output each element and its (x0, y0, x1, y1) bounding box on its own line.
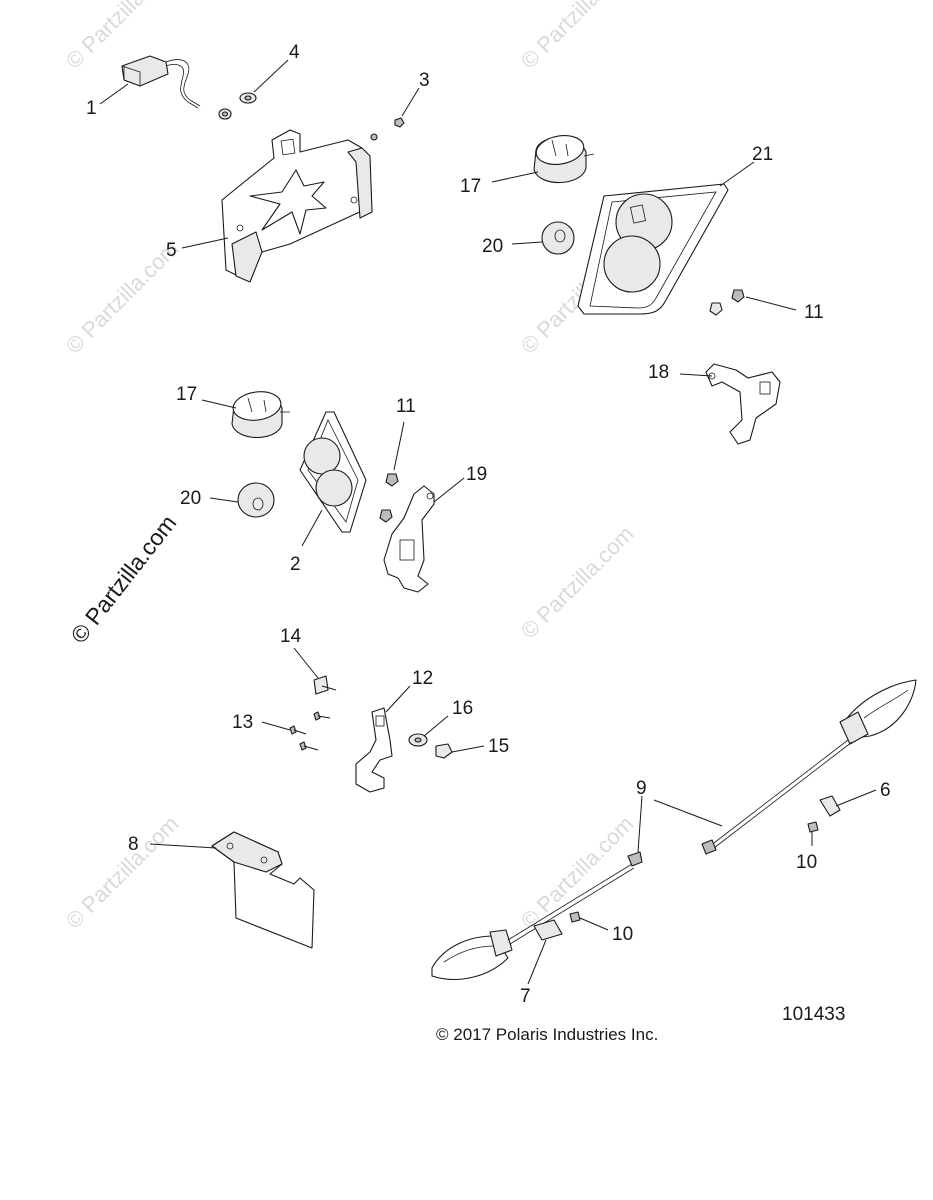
part-17-bulb-lower (201, 391, 290, 438)
watermark-text: © Partzilla.com (61, 236, 184, 359)
part-12-bracket (355, 685, 411, 793)
watermark-text: © Partzilla.com (61, 811, 184, 934)
part-18-bracket (679, 363, 781, 445)
part-5-mounting-plate (181, 129, 373, 283)
callout-21: 21 (752, 144, 773, 165)
callout-20: 20 (482, 236, 503, 257)
part-19-bracket (383, 477, 465, 593)
callout-9: 9 (636, 778, 647, 799)
callout-11: 11 (396, 396, 416, 417)
callouts: 1 4 3 5 17 21 20 11 18 17 11 19 20 2 14 … (86, 42, 891, 1007)
callout-10: 10 (612, 924, 633, 945)
callout-13: 13 (232, 712, 253, 733)
part-10-screw-upper (807, 821, 819, 846)
watermark-text: © Partzilla.com (516, 521, 639, 644)
part-9-turn-signal-upper (701, 679, 917, 855)
part-11-nut-upper (709, 289, 797, 316)
callout-6: 6 (880, 780, 891, 801)
part-20-disc-lower (209, 482, 275, 518)
callout-15: 15 (488, 736, 509, 757)
part-9-turn-signal-lower (431, 795, 723, 980)
part-3-nut (370, 87, 420, 141)
callout-16: 16 (452, 698, 473, 719)
callout-20: 20 (180, 488, 201, 509)
part-13-screws (261, 711, 331, 751)
part-20-disc-upper (511, 221, 575, 255)
callout-17: 17 (176, 384, 197, 405)
part-6-connector (819, 789, 877, 817)
part-4-washer (218, 59, 289, 120)
part-10-screw-lower (569, 911, 609, 931)
part-14-bolt (293, 647, 337, 695)
callout-3: 3 (419, 70, 430, 91)
callout-19: 19 (466, 464, 487, 485)
callout-10: 10 (796, 852, 817, 873)
copyright-notice: © 2017 Polaris Industries Inc. (436, 1025, 658, 1044)
watermark-text: © Partzilla.com (516, 0, 639, 74)
callout-14: 14 (280, 626, 302, 647)
callout-17: 17 (460, 176, 481, 197)
part-2-light-housing (299, 411, 367, 547)
part-15-nut (435, 743, 485, 759)
callout-8: 8 (128, 834, 139, 855)
diagram-number: 101433 (782, 1004, 845, 1025)
callout-5: 5 (166, 240, 177, 261)
callout-1: 1 (86, 98, 97, 119)
part-8-license-plate (149, 831, 315, 949)
callout-4: 4 (289, 42, 300, 63)
part-21-light-housing (577, 161, 755, 315)
callout-2: 2 (290, 554, 301, 575)
callout-12: 12 (412, 668, 433, 689)
side-watermark: © Partzilla.com (65, 510, 181, 648)
callout-7: 7 (520, 986, 531, 1007)
part-16-washer (408, 715, 449, 747)
callout-18: 18 (648, 362, 669, 383)
callout-11: 11 (804, 302, 824, 323)
part-1-connector (99, 55, 201, 109)
part-17-bulb-upper (491, 135, 595, 184)
part-7-connector (527, 919, 563, 985)
part-11-nut-middle (379, 421, 405, 523)
